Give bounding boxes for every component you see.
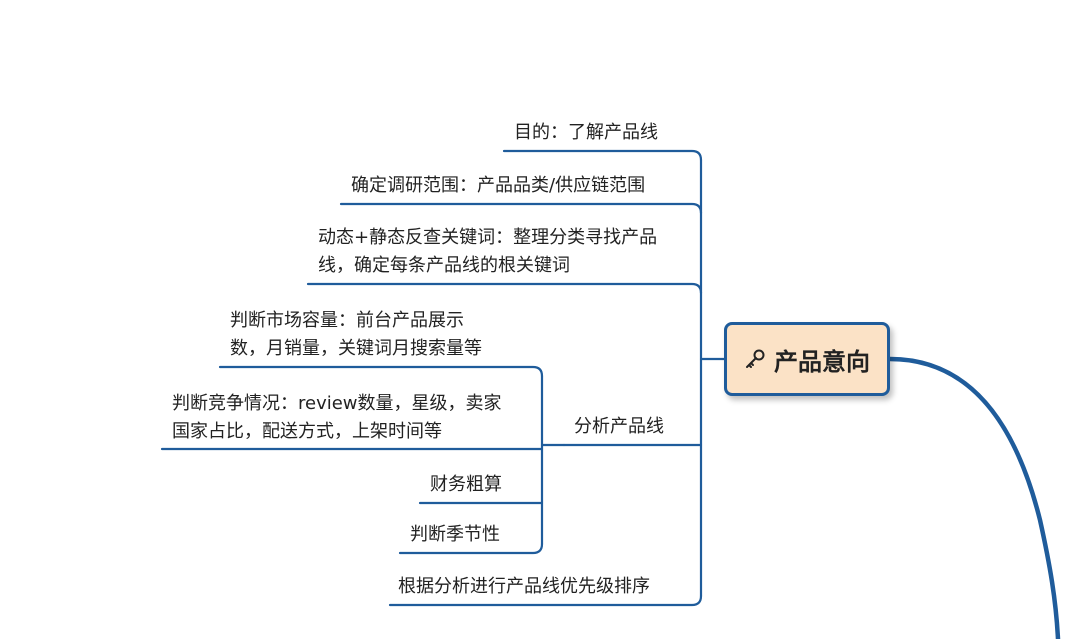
sub-branch-market-capacity[interactable]: 判断市场容量：前台产品展示数，月销量，关键词月搜索量等 [230,310,482,359]
outgoing-curve [887,356,1061,639]
central-topic-label: 产品意向 [774,347,870,376]
branch-underline-2 [339,202,703,215]
branch-underline-1 [502,149,703,162]
branch-purpose[interactable]: 目的：了解产品线 [514,122,658,143]
sub-branch-competition[interactable]: 判断竞争情况：review数量，星级，卖家国家占比，配送方式，上架时间等 [172,393,502,442]
branch-underline-5 [388,594,703,607]
sub-branch-seasonality[interactable]: 判断季节性 [410,524,500,545]
key-icon [744,348,766,370]
sub-underline-1 [218,365,544,378]
branch-reverse-keywords[interactable]: 动态+静态反查关键词：整理分类寻找产品线，确定每条产品线的根关键词 [318,227,658,276]
branch-underline-3 [306,282,703,295]
central-topic[interactable]: 产品意向 [724,322,890,396]
branch-analyze-product-line[interactable]: 分析产品线 [574,416,664,437]
branch-research-scope[interactable]: 确定调研范围：产品品类/供应链范围 [351,175,646,196]
sub-underline-4 [398,542,544,555]
branch-priority-ranking[interactable]: 根据分析进行产品线优先级排序 [398,576,650,597]
sub-branch-financial-estimate[interactable]: 财务粗算 [430,474,502,495]
